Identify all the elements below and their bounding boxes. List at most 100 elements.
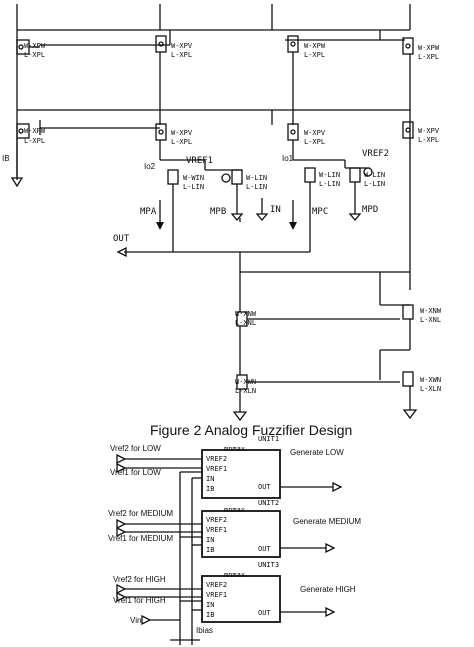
nmos-mirror-left-top-param-l: L-XNL [235,319,256,327]
unit-3-input-vref2: Vref2 for HIGH [113,575,166,584]
vin-label: Vin [130,616,141,625]
nmos-mirror-right-top: W-XNW L-XNL [402,304,442,350]
io1-label: Io1 [282,154,294,163]
pmos-c-row1: W-XPW L-XPL [402,37,440,290]
pmos-a-row1-param-l: L-XPL [171,51,192,59]
pmos-left-row2-param-l: L-XPL [24,137,45,145]
unit-1: UNIT1 mnmax VREF2 VREF1 IN IB OUT Genera… [110,435,344,499]
unit-3-pin-ib: IB [206,611,214,619]
unit-1-pin-in: IN [206,475,214,483]
unit-1-input-vref2: Vref2 for LOW [110,444,161,453]
unit-3-output-label: Generate HIGH [300,585,356,594]
unit-1-input-vref1: Vref1 for LOW [110,468,161,477]
nmos-mirror-right-bottom-param-l: L-XLN [420,385,441,393]
io2-label: Io2 [144,162,156,171]
mpd-label: MPD [362,205,378,215]
nmos-pair-right-b: W-LIN L-LIN [348,167,385,222]
nmos-mirror-left-bottom-param-l: L-XLN [235,387,256,395]
pmos-left-row2: W-XPW L-XPL [16,123,46,145]
pmos-left-row1-param-w: W-XPW [24,42,46,50]
pmos-left-row1: W-XPW L-XPL [16,39,46,59]
in-arrow [255,213,269,222]
ib-label: IB [2,154,10,163]
pmos-b-row2-param-w: W-XPV [304,129,326,137]
pmos-c-row1-param-w: W-XPW [418,44,440,52]
pmos-a-row2-param-w: W-XPV [171,129,193,137]
unit-1-label: UNIT1 [258,435,279,443]
unit-1-output-label: Generate LOW [290,448,344,457]
nmos-left-b-param-w: W-LIN [246,174,267,182]
pmos-a-row1-param-w: W-XPV [171,42,193,50]
nmos-left-a-param-l: L-LIN [183,183,204,191]
nmos-left-a-param-w: W-WIN [183,174,204,182]
nmos-mirror-left-top: W-XNW L-XNL [235,310,257,375]
pmos-b-row2-param-l: L-XPL [304,138,325,146]
nmos-mirror-left-top-param-w: W-XNW [235,310,257,318]
unit-1-block [201,449,281,499]
vref1-label: VREF1 [186,156,213,166]
unit-3-input-vref1: Vref1 for HIGH [113,596,166,605]
unit-3: UNIT3 mnmax VREF2 VREF1 IN IB OUT Genera… [113,561,356,623]
nmos-left-b-param-l: L-LIN [246,183,267,191]
nmos-pair-right-a: W-LIN L-LIN [304,167,340,230]
unit-1-output-port [332,481,343,493]
nmos-mirror-right-bottom-param-w: W-XWN [420,376,441,384]
mpb-label: MPB [210,207,226,217]
ibias-label: Ibias [196,626,213,635]
unit-1-pin-vref1: VREF1 [206,465,227,473]
nmos-mirror-right-top-param-l: L-XNL [420,316,441,324]
out-port [116,246,127,258]
unit-1-pin-ib: IB [206,485,214,493]
unit-3-pin-vref1: VREF1 [206,591,227,599]
ib-source-arrow [10,177,24,188]
nmos-pair-left-a: W-WIN L-LIN [167,169,204,250]
unit-3-pin-in: IN [206,601,214,609]
unit-2-pin-vref2: VREF2 [206,516,227,524]
unit-2-input-vref1: Vref1 for MEDIUM [108,534,173,543]
nmos-right-a-param-w: W-LIN [319,171,340,179]
block-diagram: UNIT1 mnmax VREF2 VREF1 IN IB OUT Genera… [108,435,361,645]
pmos-b-row2: W-XPV L-XPL [287,123,326,146]
unit-2-input-vref2: Vref2 for MEDIUM [108,509,173,518]
unit-2-output-label: Generate MEDIUM [293,517,361,526]
pmos-left-row1-param-l: L-XPL [24,51,45,59]
nmos-right-b-param-w: W-LIN [364,171,385,179]
pmos-a-row2-param-l: L-XPL [171,138,192,146]
unit-2-pin-ib: IB [206,546,214,554]
pmos-b-row1-param-w: W-XPW [304,42,326,50]
nmos-right-b-param-l: L-LIN [364,180,385,188]
unit-2-pin-in: IN [206,536,214,544]
unit-2-pin-out: OUT [258,545,271,553]
pmos-b-row1: W-XPW L-XPL [287,35,326,125]
pmos-c-row2-param-l: L-XPL [418,136,439,144]
unit-1-pin-vref2: VREF2 [206,455,227,463]
top-circuit: W-XPW L-XPL W-XPV L-XPL W-XPW L-XPL W-XP… [2,4,442,422]
pmos-a-row2: W-XPV L-XPL [155,123,193,146]
unit-3-block [201,575,281,623]
pmos-a-row1: W-XPV L-XPL [155,35,193,125]
in-label: IN [270,205,281,215]
unit-2-label: UNIT2 [258,499,279,507]
unit-1-pin-out: OUT [258,483,271,491]
unit-3-block-title: mnmax [224,571,245,579]
nmos-mirror-left-bottom-param-w: W-XWN [235,378,256,386]
unit-1-block-title: mnmax [224,445,245,453]
mpc-label: MPC [312,207,328,217]
mpa-label: MPA [140,207,157,217]
unit-3-label: UNIT3 [258,561,279,569]
unit-2: UNIT2 mnmax VREF2 VREF1 IN IB OUT Genera… [108,499,361,558]
unit-2-block-title: mnmax [224,506,245,514]
nmos-mirror-right-bottom: W-XWN L-XLN [402,371,441,420]
unit-3-output-port [325,606,336,618]
figure-caption: Figure 2 Analog Fuzzifier Design [150,422,352,438]
unit-2-output-port [325,542,336,554]
unit-3-pin-out: OUT [258,609,271,617]
out-label: OUT [113,234,130,244]
unit-3-pin-vref2: VREF2 [206,581,227,589]
pmos-c-row1-param-l: L-XPL [418,53,439,61]
unit-2-pin-vref1: VREF1 [206,526,227,534]
pmos-b-row1-param-l: L-XPL [304,51,325,59]
vin-port [141,614,152,626]
vref2-label: VREF2 [362,149,389,159]
